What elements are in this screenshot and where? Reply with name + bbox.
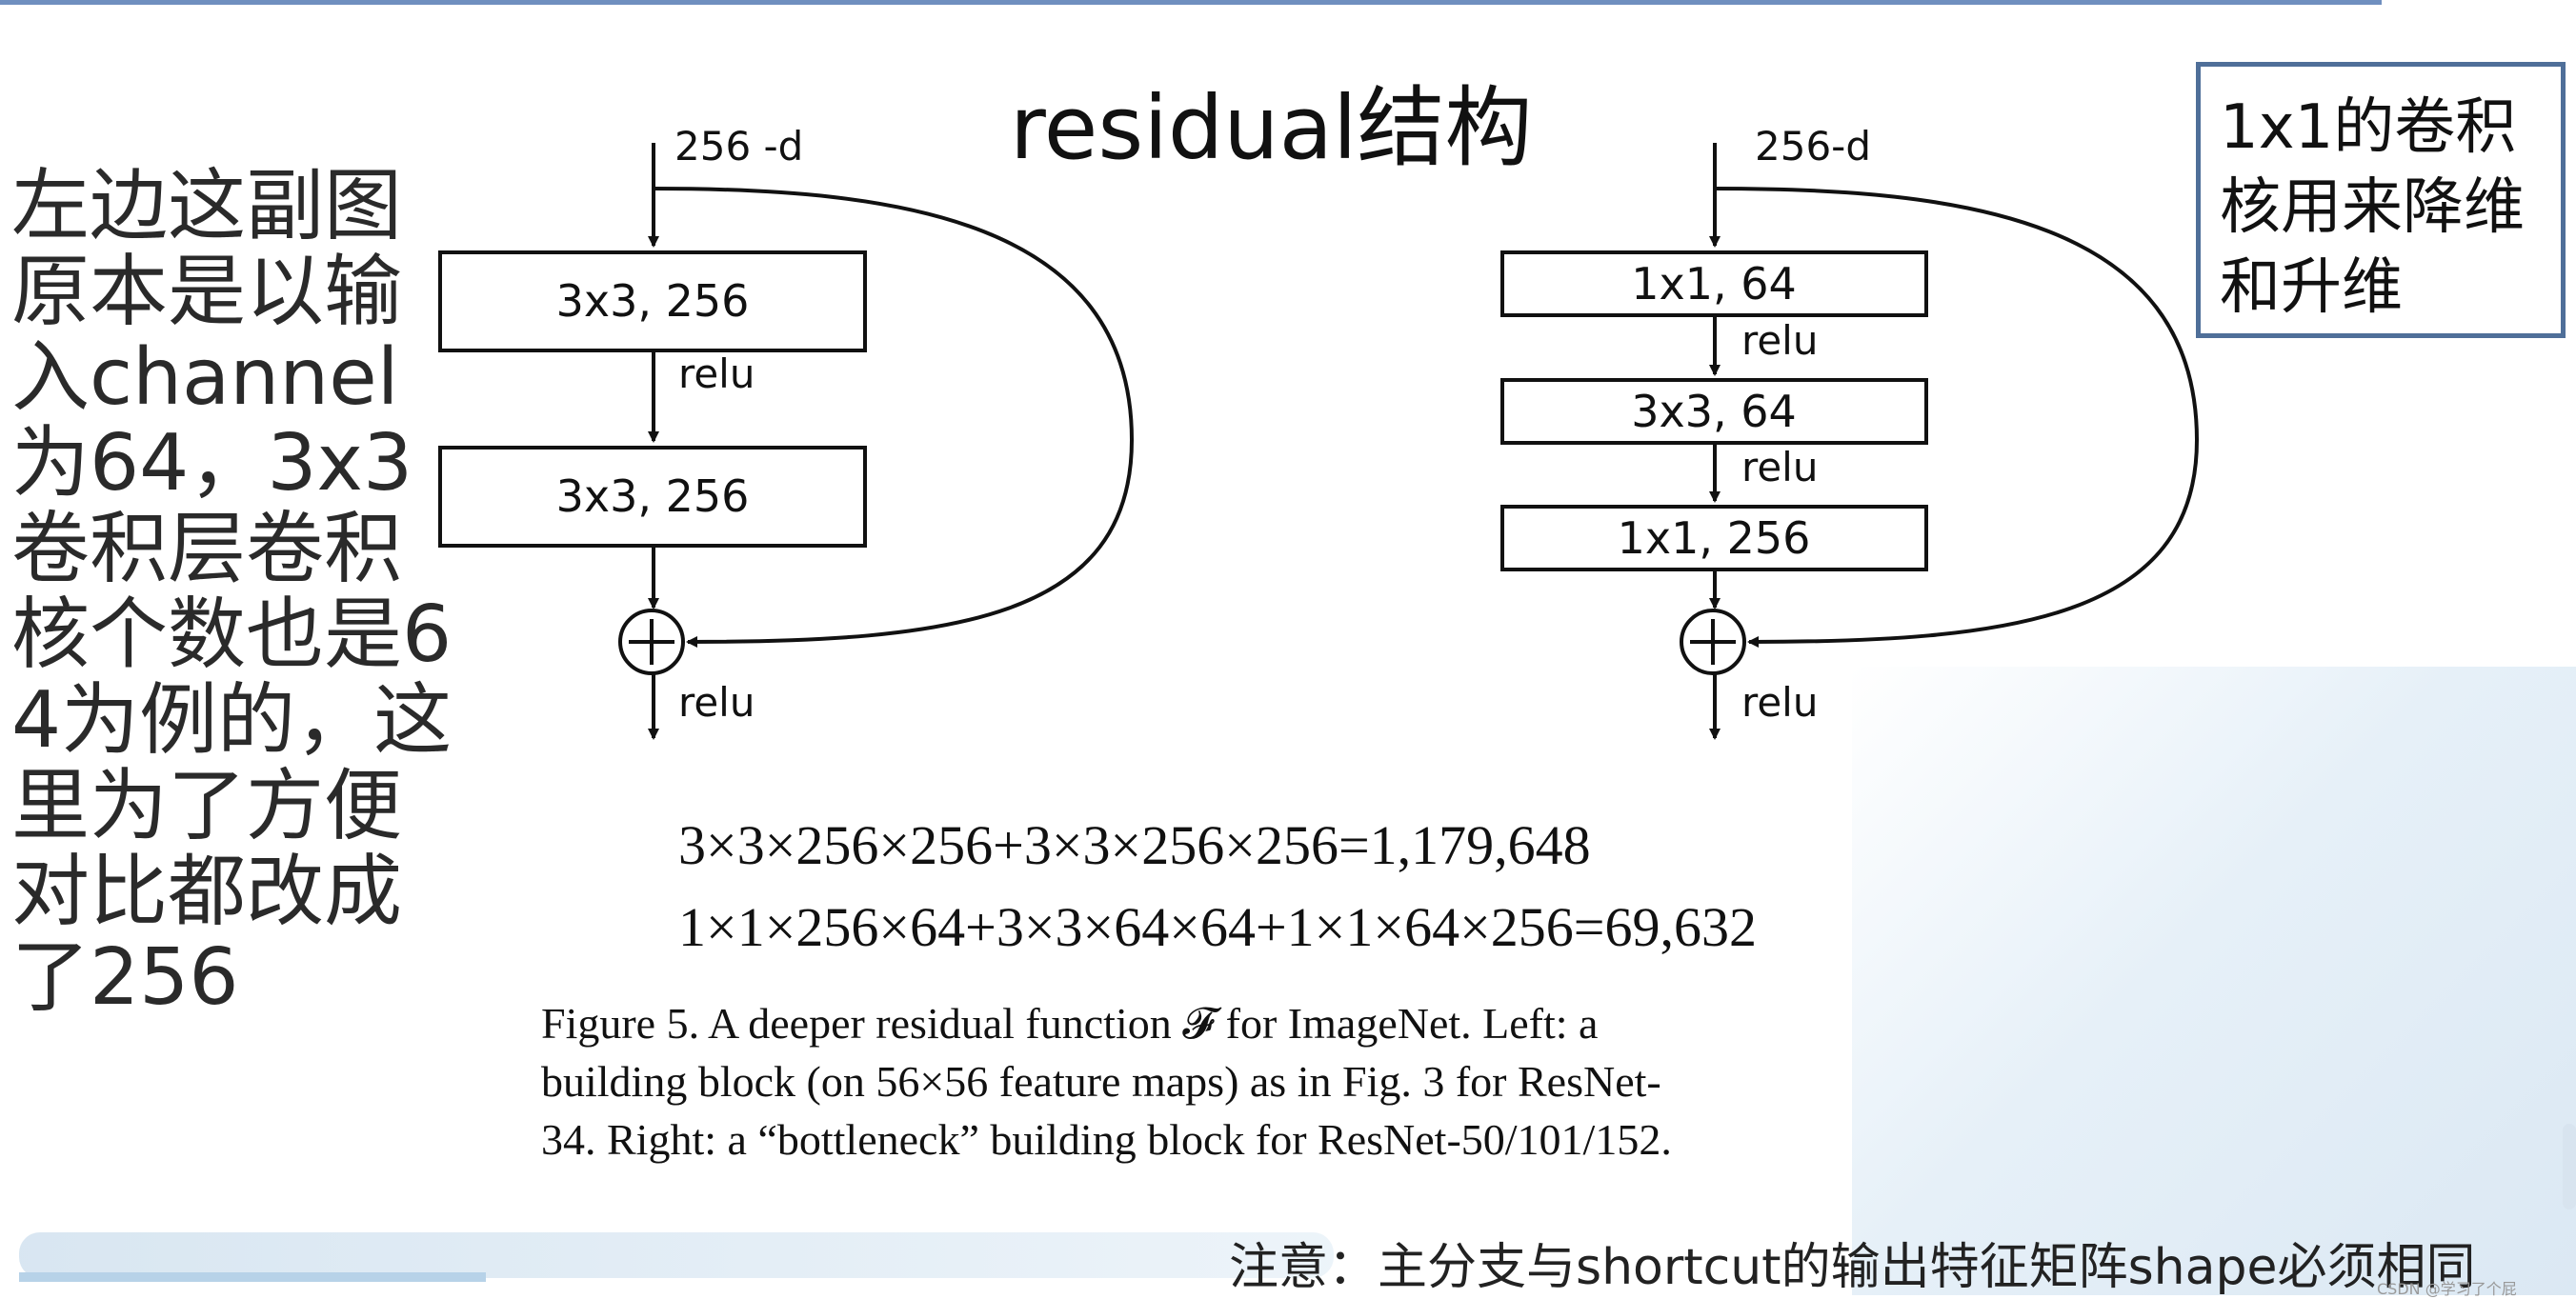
background-decoration [1852,667,2576,1295]
left-shortcut [653,187,1135,648]
left-layer-1-label: 3x3, 256 [556,275,750,327]
right-layer-3 [1500,505,1928,571]
slide-title: residual结构 [1010,77,1533,179]
left-layer-2-label: 3x3, 256 [556,470,750,522]
right-layer-1 [1500,250,1928,317]
left-layer-1 [438,250,867,352]
left-relu-2: relu [678,679,755,726]
left-relu-1: relu [678,350,755,397]
right-layer-2 [1500,378,1928,445]
callout-box: 1x1的卷积核用来降维和升维 [2196,62,2566,338]
watermark: CSDN @学习了个屁 [2377,1280,2517,1298]
right-input-label: 256-d [1755,123,1871,170]
right-layer-1-label: 1x1, 64 [1631,258,1797,310]
caption-line-2: building block (on 56×56 feature maps) a… [541,1057,1661,1106]
right-shortcut [1714,187,2200,648]
left-layer-2 [438,446,867,548]
right-relu-3: relu [1741,679,1818,726]
figure-caption: Figure 5. A deeper residual function 𝓕 f… [541,994,1827,1169]
left-building-block: 256 -d 3x3, 256 relu 3x3, 256 relu [438,123,1135,740]
caption-line-3: 34. Right: a “bottleneck” building block… [541,1115,1672,1164]
brush-underline [19,1272,486,1282]
right-layer-3-label: 1x1, 256 [1618,512,1811,564]
formula-bottleneck: 1×1×256×64+3×3×64×64+1×1×64×256=69,632 [678,896,1758,958]
side-scroll-tab[interactable] [2563,1124,2576,1209]
right-relu-1: relu [1741,317,1818,364]
formula-basic: 3×3×256×256+3×3×256×256=1,179,648 [678,814,1591,876]
right-layer-2-label: 3x3, 64 [1631,386,1797,437]
caption-line-1: Figure 5. A deeper residual function 𝓕 f… [541,999,1599,1048]
right-relu-2: relu [1741,444,1818,490]
left-input-label: 256 -d [674,123,803,170]
right-bottleneck-block: 256-d 1x1, 64 relu 3x3, 64 relu 1x1, 256… [1500,123,2200,740]
side-note: 左边这副图原本是以输入channel为64，3x3卷积层卷积核个数也是64为例的… [11,161,453,1023]
top-border-line [0,0,2382,5]
brush-decoration [19,1232,1334,1278]
shape-note: 注意：主分支与shortcut的输出特征矩阵shape必须相同 [1229,1239,2476,1296]
